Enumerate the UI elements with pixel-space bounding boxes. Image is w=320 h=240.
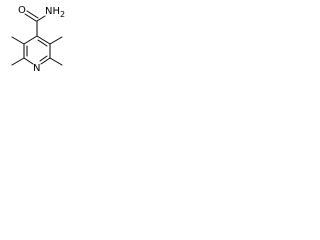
ring-nitrogen-label: N <box>33 63 40 74</box>
amide-nh-text: NH <box>45 6 60 17</box>
carbonyl-oxygen-label: O <box>18 5 26 16</box>
ring-bond-c6-n <box>40 57 51 65</box>
amide-nitrogen-label: NH2 <box>45 6 65 19</box>
carbonyl-double-bond-inner <box>26 10 39 19</box>
ring-double-bond-c4-c5 <box>37 39 48 47</box>
ring-bond-c4-c3 <box>23 35 38 45</box>
methyl-groups <box>11 36 63 66</box>
pyridine-ring <box>23 35 51 65</box>
ring-bond-c2-n <box>23 57 34 65</box>
chemical-structure: O NH2 N <box>11 5 65 74</box>
carbonyl-double-bond-outer <box>24 13 37 22</box>
amide-subscript-text: 2 <box>60 10 65 19</box>
methyl-bond-c3 <box>11 36 25 45</box>
methyl-bond-c2 <box>11 57 25 66</box>
methyl-bond-c6 <box>49 57 63 66</box>
ring-bond-c4-c5 <box>36 35 51 45</box>
bond-carbonyl-to-amide-n <box>36 15 46 22</box>
carboxamide-group: O NH2 <box>18 5 65 37</box>
ring-double-bond-c6-n <box>39 55 48 62</box>
methyl-bond-c5 <box>49 36 63 45</box>
